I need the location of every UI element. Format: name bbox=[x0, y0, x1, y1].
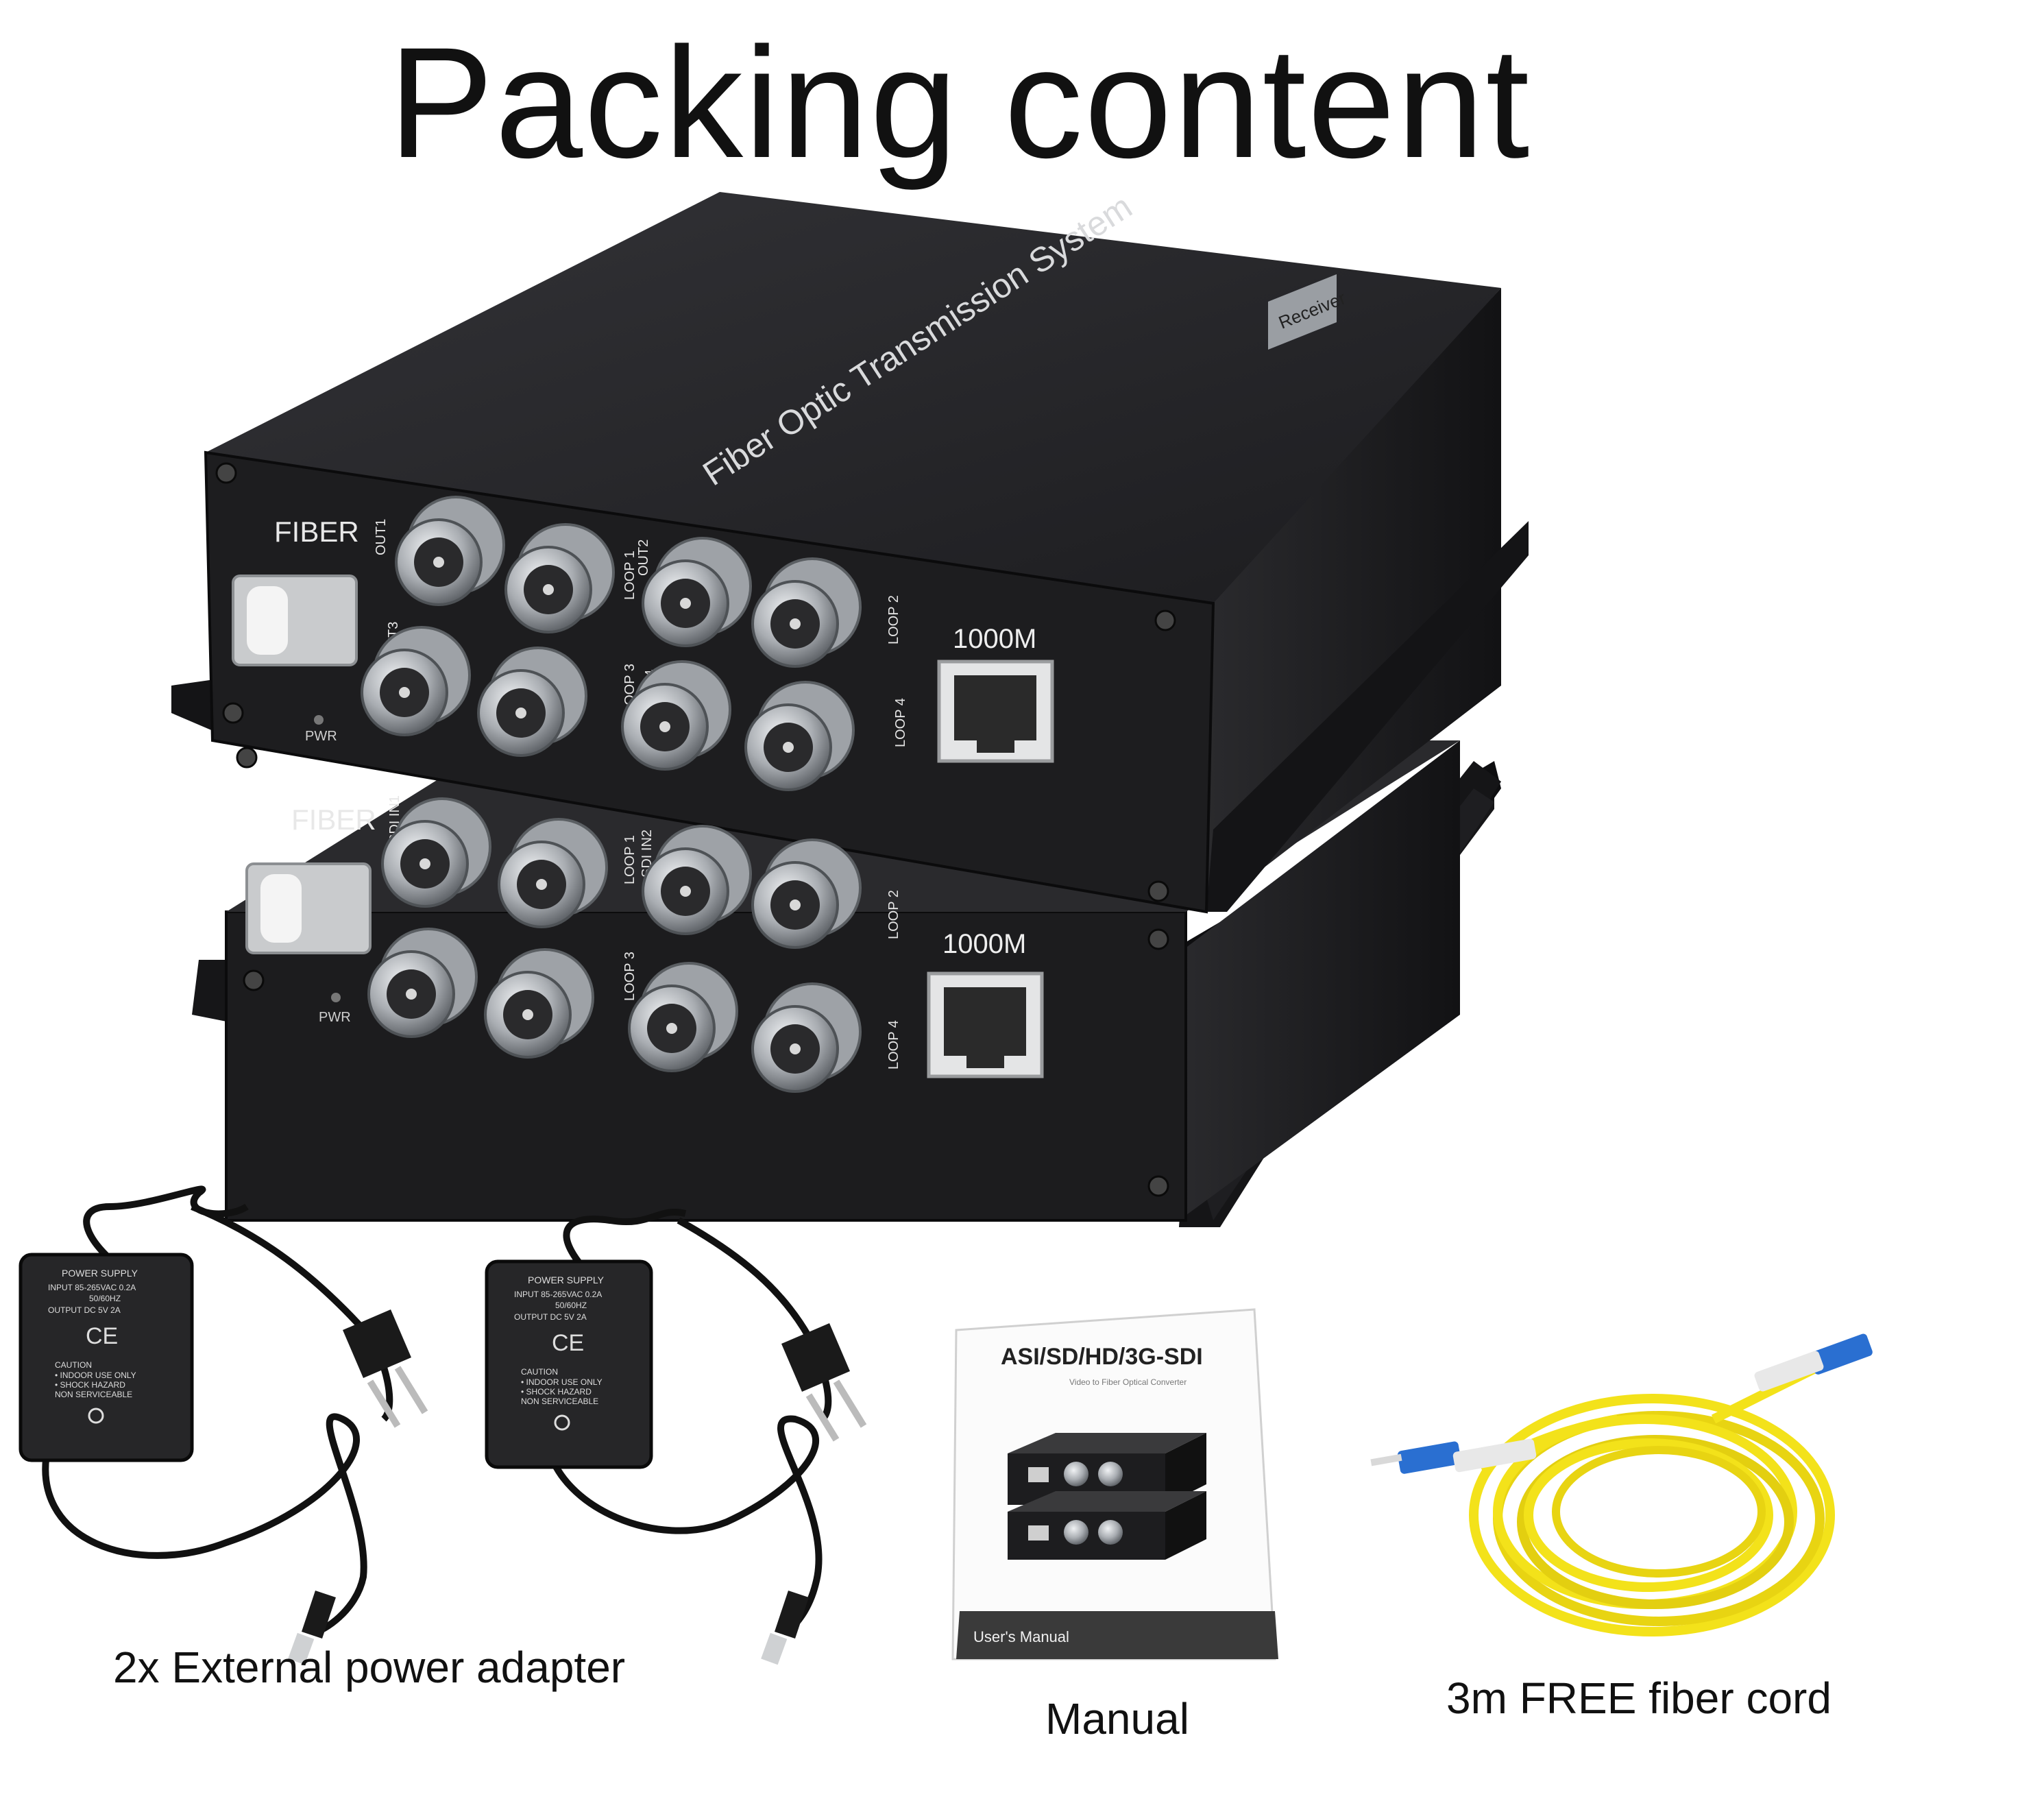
caption-manual: Manual bbox=[1045, 1694, 1189, 1743]
adapter-1-input: INPUT 85-265VAC 0.2A bbox=[48, 1283, 136, 1292]
manual-subtitle: Video to Fiber Optical Converter bbox=[1069, 1377, 1187, 1387]
adapter-2-input: INPUT 85-265VAC 0.2A bbox=[514, 1290, 602, 1299]
bnc-connector bbox=[621, 660, 731, 771]
adapter-1-line-1: • INDOOR USE ONLY bbox=[55, 1370, 136, 1380]
top-pwr-label: PWR bbox=[305, 729, 337, 744]
adapter-2-line-1: • INDOOR USE ONLY bbox=[521, 1377, 603, 1387]
caption-fiber-cord: 3m FREE fiber cord bbox=[1446, 1674, 1832, 1723]
bnc-connector bbox=[744, 681, 855, 791]
top-port-label: 1000M bbox=[953, 624, 1036, 654]
fiber-cord bbox=[1370, 1333, 1873, 1636]
adapter-1-title: POWER SUPPLY bbox=[62, 1268, 138, 1279]
bnc-connector bbox=[367, 928, 478, 1038]
top-fiber-port bbox=[232, 575, 358, 666]
bottom-fiber-port bbox=[245, 862, 372, 954]
adapter-2-title: POWER SUPPLY bbox=[528, 1275, 605, 1285]
bnc-connector bbox=[395, 496, 505, 606]
fiber-connector-left bbox=[1370, 1438, 1537, 1474]
bnc-connector bbox=[642, 825, 752, 935]
manual-footer: User's Manual bbox=[973, 1628, 1069, 1645]
bnc-connector bbox=[381, 797, 491, 908]
power-adapter-1: POWER SUPPLY INPUT 85-265VAC 0.2A 50/60H… bbox=[19, 1185, 428, 1665]
bnc-connector bbox=[484, 948, 594, 1059]
top-bnc-label-1: OUT1 bbox=[374, 519, 389, 555]
bottom-fiber-label: FIBER bbox=[291, 804, 376, 836]
adapter-1-ce-mark: CE bbox=[86, 1323, 118, 1349]
adapter-2-line-3: NON SERVICEABLE bbox=[521, 1397, 598, 1406]
power-adapter-2: POWER SUPPLY INPUT 85-265VAC 0.2A 50/60H… bbox=[485, 1208, 867, 1665]
bottom-ethernet-port bbox=[927, 971, 1044, 1078]
bnc-connector bbox=[628, 962, 738, 1072]
bnc-connector bbox=[751, 557, 862, 668]
top-fiber-label: FIBER bbox=[274, 516, 359, 548]
top-bnc-label-4: LOOP 2 bbox=[886, 595, 901, 644]
adapter-2-line-2: • SHOCK HAZARD bbox=[521, 1387, 592, 1397]
adapter-2-freq: 50/60HZ bbox=[555, 1301, 587, 1310]
bottom-bnc-label-4: LOOP 2 bbox=[886, 890, 901, 939]
adapter-2-ce-mark: CE bbox=[552, 1330, 584, 1356]
adapter-1-line-3: NON SERVICEABLE bbox=[55, 1390, 132, 1399]
bottom-bnc-label-2: LOOP 1 bbox=[622, 835, 637, 884]
caption-power-adapters: 2x External power adapter bbox=[113, 1643, 626, 1692]
bnc-connector bbox=[504, 523, 615, 633]
bnc-connector bbox=[498, 818, 608, 928]
manual-booklet: ASI/SD/HD/3G-SDI Video to Fiber Optical … bbox=[951, 1308, 1278, 1660]
bottom-port-label: 1000M bbox=[942, 929, 1026, 959]
bnc-connector bbox=[751, 982, 862, 1093]
bnc-connector bbox=[751, 838, 862, 949]
adapter-1-output: OUTPUT DC 5V 2A bbox=[48, 1305, 121, 1315]
adapter-1-line-2: • SHOCK HAZARD bbox=[55, 1380, 125, 1390]
adapter-1-caution: CAUTION bbox=[55, 1360, 92, 1370]
top-bnc-label-2: LOOP 1 bbox=[622, 551, 637, 600]
adapter-1-freq: 50/60HZ bbox=[89, 1294, 121, 1303]
page-title: Packing content bbox=[388, 14, 1531, 191]
top-bnc-label-8: LOOP 4 bbox=[893, 698, 908, 747]
bnc-connector bbox=[361, 626, 471, 736]
adapter-2-output: OUTPUT DC 5V 2A bbox=[514, 1312, 587, 1322]
bottom-bnc-label-6: LOOP 4 bbox=[886, 1020, 901, 1070]
bnc-connector bbox=[477, 647, 587, 757]
top-ethernet-port bbox=[937, 660, 1054, 763]
manual-title: ASI/SD/HD/3G-SDI bbox=[1001, 1344, 1203, 1370]
bottom-bnc-label-5: LOOP 3 bbox=[622, 952, 637, 1001]
top-bnc-label-3: OUT2 bbox=[636, 540, 651, 576]
adapter-2-caution: CAUTION bbox=[521, 1367, 558, 1377]
bottom-pwr-label: PWR bbox=[319, 1010, 351, 1025]
fiber-connector-right bbox=[1754, 1333, 1873, 1392]
bnc-connector bbox=[642, 537, 752, 647]
